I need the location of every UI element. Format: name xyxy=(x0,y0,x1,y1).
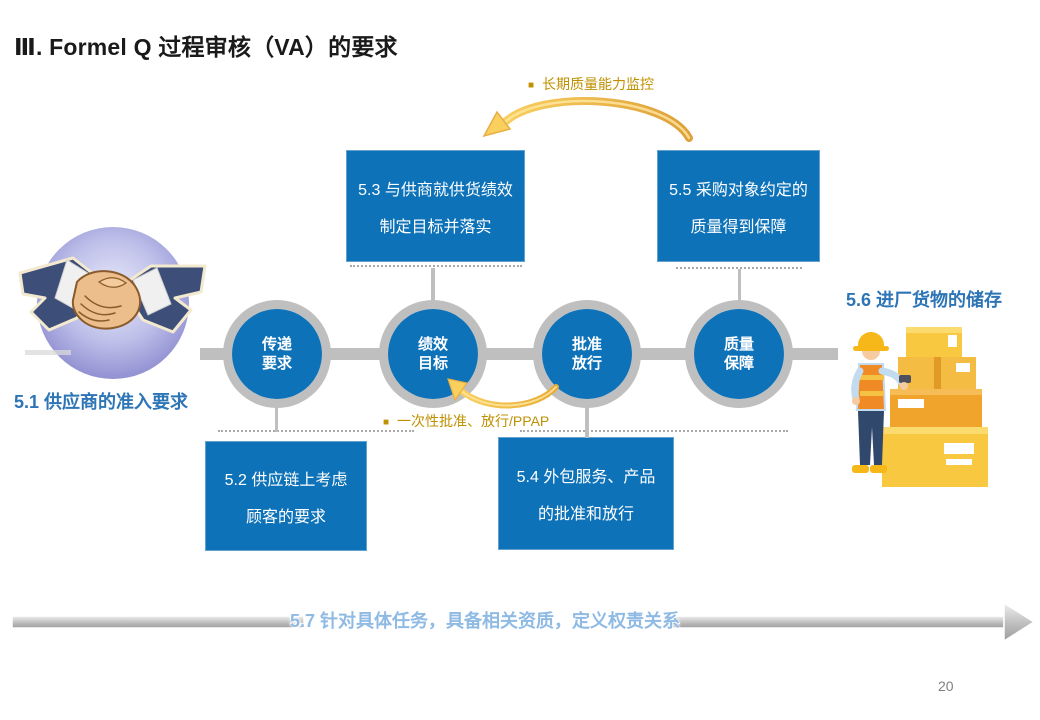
box-5-2-line2: 顾客的要求 xyxy=(245,508,326,526)
image-watermark xyxy=(25,350,71,355)
box-5-4-line2: 的批准和放行 xyxy=(537,506,634,523)
curved-arrow-feedback-top-icon xyxy=(482,97,693,142)
page-title: Ⅲ. Formel Q 过程审核（VA）的要求 xyxy=(14,34,398,60)
curved-arrow-feedback-middle-icon xyxy=(447,378,559,409)
process-step-circle-3: 批准 放行 xyxy=(542,309,632,399)
annotation-long-term: ■ 长期质量能力监控 xyxy=(528,74,654,94)
circle-3-line2: 放行 xyxy=(571,355,602,372)
vertical-connector-5-5 xyxy=(738,269,741,303)
dotted-connector-above-5-2 xyxy=(218,430,414,432)
box-5-3-line2: 制定目标并落实 xyxy=(379,218,492,236)
warehouse-worker-illustration xyxy=(851,327,988,487)
circle-4-line1: 质量 xyxy=(723,335,754,353)
annotation-one-time-label: 一次性批准、放行/PPAP xyxy=(397,413,550,429)
dotted-connector-above-5-4 xyxy=(520,430,788,432)
vertical-connector-5-3 xyxy=(431,268,435,304)
process-bar xyxy=(200,348,838,360)
circle-3-line1: 批准 xyxy=(571,335,602,353)
box-5-5-line2: 质量得到保障 xyxy=(690,218,787,236)
box-5-4: 5.4 外包服务、产品 的批准和放行 xyxy=(498,437,674,550)
square-bullet-icon: ■ xyxy=(528,80,535,91)
square-bullet-icon: ■ xyxy=(383,417,390,428)
label-5-7: 5.7 针对具体任务，具备相关资质，定义权责关系 xyxy=(290,611,681,631)
page-number: 20 xyxy=(938,678,954,694)
process-step-circle-1: 传递 要求 xyxy=(232,309,322,399)
bottom-process-arrow xyxy=(11,601,1036,643)
box-5-2-line1: 5.2 供应链上考虑 xyxy=(224,471,348,489)
circle-1-line1: 传递 xyxy=(261,335,292,353)
annotation-one-time: ■ 一次性批准、放行/PPAP xyxy=(383,411,549,431)
box-5-2: 5.2 供应链上考虑 顾客的要求 xyxy=(205,441,367,551)
circle-2-line1: 绩效 xyxy=(417,335,448,353)
box-5-4-line1: 5.4 外包服务、产品 xyxy=(516,469,656,486)
circle-2-line2: 目标 xyxy=(417,355,448,372)
box-5-5-line1: 5.5 采购对象约定的 xyxy=(669,181,808,199)
vertical-connector-5-2 xyxy=(275,406,278,432)
circle-1-line2: 要求 xyxy=(261,355,292,372)
process-step-circle-4: 质量 保障 xyxy=(694,309,784,399)
process-step-circle-2: 绩效 目标 xyxy=(388,309,478,399)
label-5-6: 5.6 进厂货物的储存 xyxy=(846,290,1003,310)
handshake-illustration xyxy=(18,227,207,379)
dotted-connector-under-5-3 xyxy=(350,265,522,267)
vertical-connector-5-4 xyxy=(585,406,589,438)
circle-4-line2: 保障 xyxy=(723,355,754,372)
box-5-3-line1: 5.3 与供商就供货绩效 xyxy=(358,181,513,199)
box-5-5: 5.5 采购对象约定的 质量得到保障 xyxy=(657,150,820,262)
label-5-1: 5.1 供应商的准入要求 xyxy=(14,392,189,412)
annotation-long-term-label: 长期质量能力监控 xyxy=(542,76,655,92)
dotted-connector-under-5-5 xyxy=(676,267,802,269)
box-5-3: 5.3 与供商就供货绩效 制定目标并落实 xyxy=(346,150,525,262)
